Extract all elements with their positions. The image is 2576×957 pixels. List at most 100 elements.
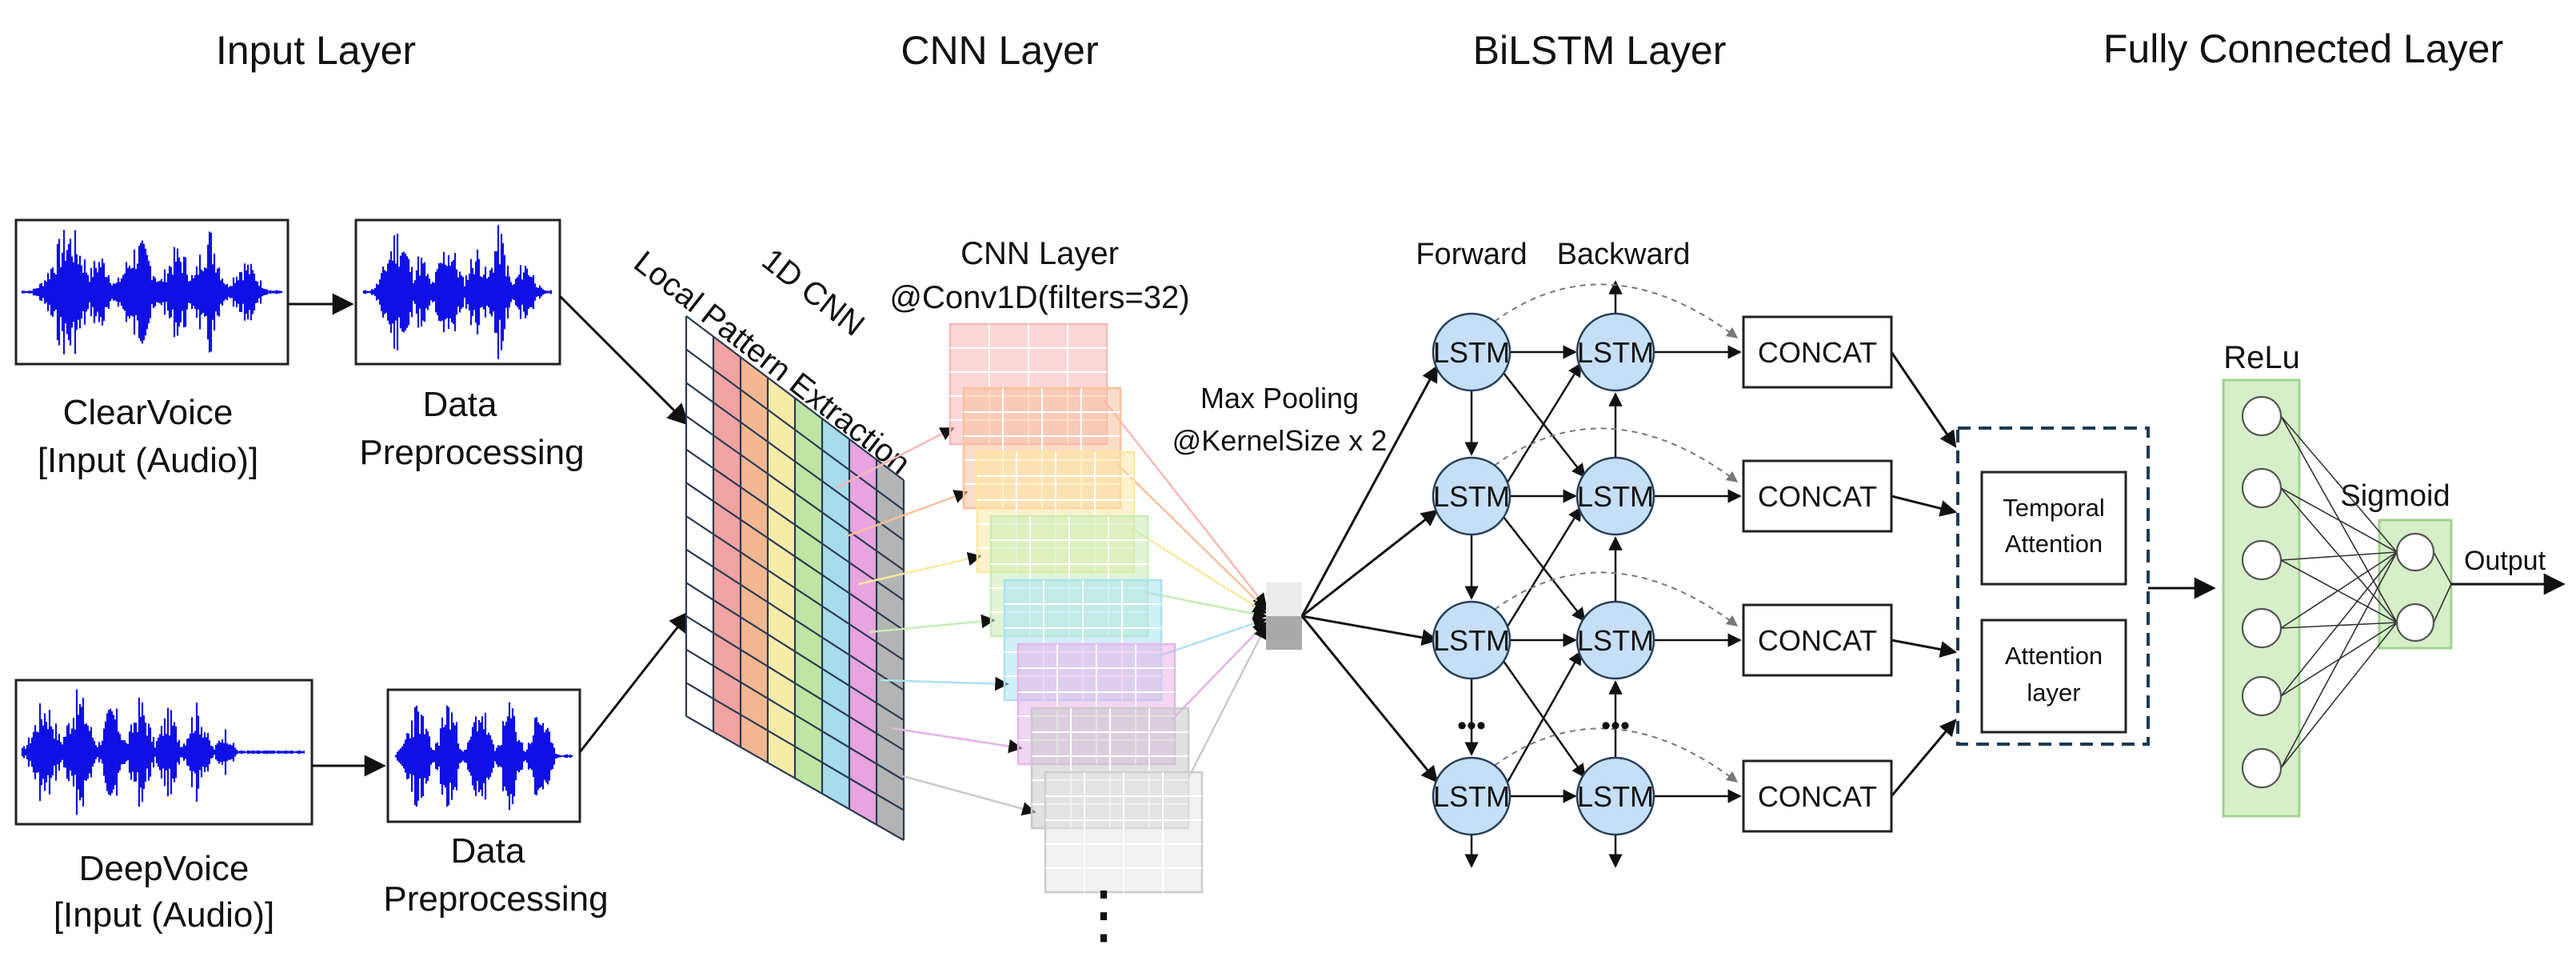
- temporal-attention-box: [1980, 470, 2127, 586]
- dense-edge: [2280, 415, 2398, 553]
- concat-label: CONCAT: [1758, 624, 1877, 657]
- max-pooling-top-cell: [1266, 583, 1302, 616]
- 1d-cnn-label: 1D CNN: [755, 242, 870, 342]
- dense-edge: [2280, 487, 2398, 623]
- feature-map-ellipsis: ⋮: [1072, 879, 1136, 950]
- backward-ellipsis: •••: [1601, 711, 1630, 741]
- dense-edge: [2280, 487, 2398, 553]
- backward-lstm-cell: [1576, 756, 1655, 836]
- map-to-pooling-line: [1171, 621, 1268, 721]
- deepvoice-label: DeepVoice: [79, 849, 250, 888]
- attention-group: [1956, 426, 2150, 746]
- forward-lstm-cell: [1432, 456, 1512, 536]
- arrow-prep-to-cnn-bottom: [578, 610, 691, 753]
- cnn-layer-label: CNN Layer: [961, 236, 1119, 271]
- dense-edge: [2280, 551, 2398, 629]
- deepvoice-preprocessing-label-2: Preprocessing: [383, 879, 608, 919]
- pooling-to-lstm-arrow: [1301, 509, 1439, 618]
- forward-lstm-cell: [1432, 756, 1512, 836]
- concat-label: CONCAT: [1758, 780, 1877, 813]
- relu-layer: [2222, 378, 2301, 818]
- sigmoid-to-output-edge: [2433, 551, 2452, 585]
- deepvoice-input-label: [Input (Audio)]: [54, 895, 274, 935]
- clearvoice-preprocessed-waveform: [362, 225, 553, 359]
- dense-edge: [2280, 551, 2398, 769]
- pooling-to-lstm-arrow: [1300, 615, 1439, 783]
- concat-box: [1742, 603, 1893, 677]
- kernel-size-label: @KernelSize x 2: [1172, 424, 1388, 457]
- clearvoice-preprocessing-label: Data: [423, 385, 497, 424]
- backward-lstm-cell: [1576, 456, 1655, 536]
- map-to-pooling-line: [1144, 591, 1268, 621]
- max-pooling-bottom-cell: [1266, 616, 1302, 650]
- strip-to-map-line: [835, 426, 955, 490]
- strip-to-map-line: [857, 551, 982, 586]
- relu-neuron: [2241, 747, 2282, 789]
- dense-edge: [2280, 551, 2398, 561]
- backward-label: Backward: [1557, 238, 1691, 271]
- lstm-label: LSTM: [1433, 336, 1510, 369]
- header-input-layer: Input Layer: [216, 28, 416, 73]
- forward-label: Forward: [1416, 238, 1527, 271]
- temporal-attention-label: Temporal: [2003, 494, 2105, 522]
- lstm-label: LSTM: [1433, 480, 1510, 513]
- concat-box: [1742, 759, 1893, 833]
- strip-to-map-line: [891, 727, 1023, 754]
- map-to-pooling-line: [1184, 624, 1268, 785]
- map-to-pooling-line: [1116, 463, 1268, 611]
- concat-box: [1742, 315, 1893, 389]
- concat-to-attention-arrow: [1890, 719, 1957, 797]
- dense-edge: [2280, 559, 2398, 623]
- clearvoice-label: ClearVoice: [63, 393, 234, 432]
- pooling-to-lstm-arrow: [1301, 615, 1439, 647]
- clearvoice-input-label: [Input (Audio)]: [38, 441, 258, 480]
- feature-map-connections: [835, 399, 1268, 816]
- lstm-label: LSTM: [1577, 624, 1654, 657]
- concat-to-attention-arrow: [1891, 639, 1958, 658]
- relu-neuron: [2241, 675, 2282, 717]
- arrow-prep-to-cnn-top: [558, 294, 689, 426]
- deepvoice-preprocessed-waveform: [394, 702, 573, 811]
- backward-diagonal-arrow: [1505, 650, 1582, 786]
- cnn-strip-column: [713, 336, 741, 747]
- bilstm-connections: [1300, 280, 1958, 868]
- sigmoid-neuron: [2395, 603, 2435, 643]
- deepvoice-waveform: [21, 689, 306, 815]
- output-label: Output: [2464, 546, 2546, 576]
- clearvoice-preprocessing-label-2: Preprocessing: [359, 433, 584, 472]
- forward-skip-arc: [1494, 571, 1739, 627]
- header-bilstm-layer: BiLSTM Layer: [1473, 28, 1727, 73]
- forward-skip-arc: [1494, 727, 1739, 783]
- backward-lstm-cell: [1576, 312, 1655, 392]
- clearvoice-waveform: [21, 230, 283, 354]
- max-pooling-label: Max Pooling: [1200, 382, 1359, 414]
- cnn-strip-column: [768, 377, 795, 779]
- dense-edge: [2280, 551, 2398, 697]
- pooling-to-lstm-arrow: [1300, 365, 1439, 617]
- concat-to-attention-arrow: [1890, 351, 1957, 448]
- lstm-label: LSTM: [1433, 624, 1510, 657]
- temporal-attention-label-2: Attention: [2005, 530, 2103, 558]
- forward-lstm-cell: [1432, 312, 1512, 392]
- lstm-label: LSTM: [1577, 336, 1654, 369]
- attention-layer-label-2: layer: [2027, 679, 2080, 707]
- lstm-label: LSTM: [1577, 480, 1654, 513]
- cnn-strip-column: [741, 357, 768, 763]
- attention-layer-box: [1980, 619, 2127, 734]
- dense-edge: [2280, 622, 2398, 769]
- concat-label: CONCAT: [1758, 336, 1877, 369]
- map-to-pooling-line: [1157, 616, 1268, 658]
- cnn-feature-maps: [949, 322, 1204, 894]
- concat-to-attention-arrow: [1891, 495, 1958, 517]
- concat-label: CONCAT: [1758, 480, 1877, 513]
- forward-skip-arc: [1494, 283, 1739, 338]
- sigmoid-label: Sigmoid: [2340, 479, 2450, 513]
- header-fully-connected-layer: Fully Connected Layer: [2103, 26, 2503, 71]
- forward-lstm-cell: [1432, 600, 1512, 680]
- relu-label: ReLu: [2223, 340, 2300, 375]
- concat-box: [1742, 459, 1893, 533]
- bilstm-cells: LSTM LSTM CONCAT LSTM LSTM CONCAT LSTM LSTM CONC…: [1432, 312, 1893, 836]
- relu-neuron: [2241, 607, 2282, 649]
- sigmoid-neuron: [2395, 532, 2435, 572]
- dense-edge: [2280, 622, 2398, 629]
